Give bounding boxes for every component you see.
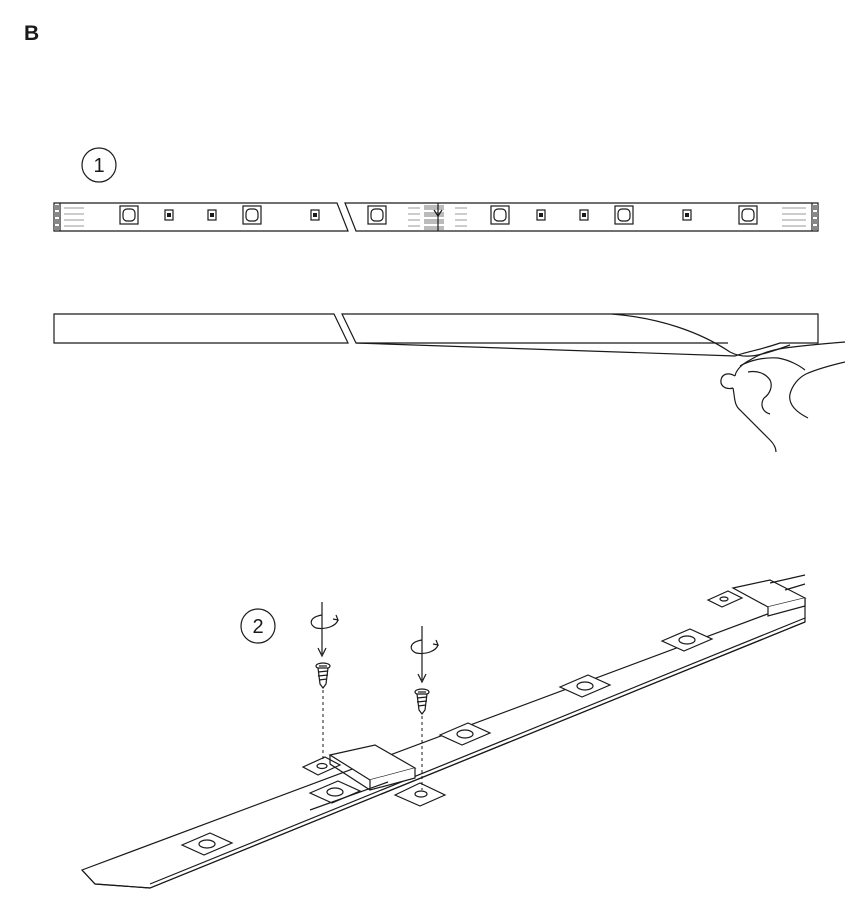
step-2-marker: 2	[240, 608, 276, 644]
led-chip	[438, 722, 492, 746]
led-chip	[558, 674, 612, 698]
resistor	[164, 209, 174, 221]
screw-guide-lines	[322, 690, 423, 790]
strip-edge-line	[309, 781, 389, 811]
hand-icon	[720, 341, 845, 453]
screw-icon	[414, 688, 430, 715]
led-chip	[660, 628, 714, 652]
step-1-marker: 1	[81, 147, 117, 183]
led-strip-left-segment	[53, 202, 349, 232]
led-chip	[308, 780, 362, 804]
resistor	[536, 209, 546, 221]
led-chip	[490, 205, 510, 225]
screw-icon	[315, 662, 331, 689]
led-chip	[738, 205, 758, 225]
resistor	[682, 209, 692, 221]
led-chip	[614, 205, 634, 225]
led-strip-right-segment	[344, 202, 819, 232]
led-chip	[180, 832, 234, 856]
solder-pads-right	[782, 205, 818, 230]
resistor	[207, 209, 217, 221]
adhesive-backing-strip	[53, 313, 819, 357]
led-chip	[242, 205, 262, 225]
resistor	[310, 209, 320, 221]
cut-point-pads	[408, 205, 467, 230]
led-chip	[119, 205, 139, 225]
step-2-number: 2	[252, 616, 263, 638]
solder-pads-left	[54, 205, 84, 230]
mounting-clip	[706, 574, 807, 629]
step-1-number: 1	[93, 155, 104, 177]
rotation-arrow-icon	[410, 639, 439, 655]
scissors-icon	[433, 203, 443, 231]
figure-label: B	[24, 22, 40, 45]
rotation-arrow-icon	[310, 614, 339, 630]
resistor	[579, 209, 589, 221]
led-chip	[367, 205, 387, 225]
